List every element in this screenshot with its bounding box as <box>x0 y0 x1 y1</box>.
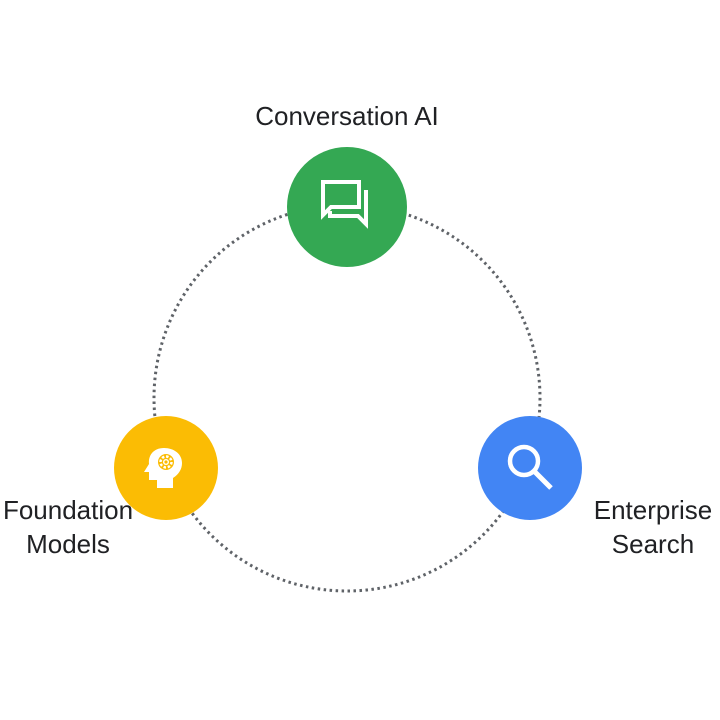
chat-bubbles-icon <box>321 180 368 229</box>
enterprise-search-label: Enterprise Search <box>588 493 718 561</box>
foundation-models-label-line2: Models <box>26 529 110 559</box>
foundation-models-node <box>114 416 218 520</box>
enterprise-search-node <box>478 416 582 520</box>
search-icon <box>507 444 553 490</box>
enterprise-search-label-line1: Enterprise <box>593 495 713 525</box>
conversation-ai-node <box>287 147 407 267</box>
head-gear-icon <box>144 448 182 488</box>
conversation-ai-label: Conversation AI <box>255 101 439 131</box>
foundation-models-label-line1: Foundation <box>2 495 134 525</box>
foundation-models-label: Foundation Models <box>0 493 136 561</box>
enterprise-search-label-line2: Search <box>611 529 695 559</box>
